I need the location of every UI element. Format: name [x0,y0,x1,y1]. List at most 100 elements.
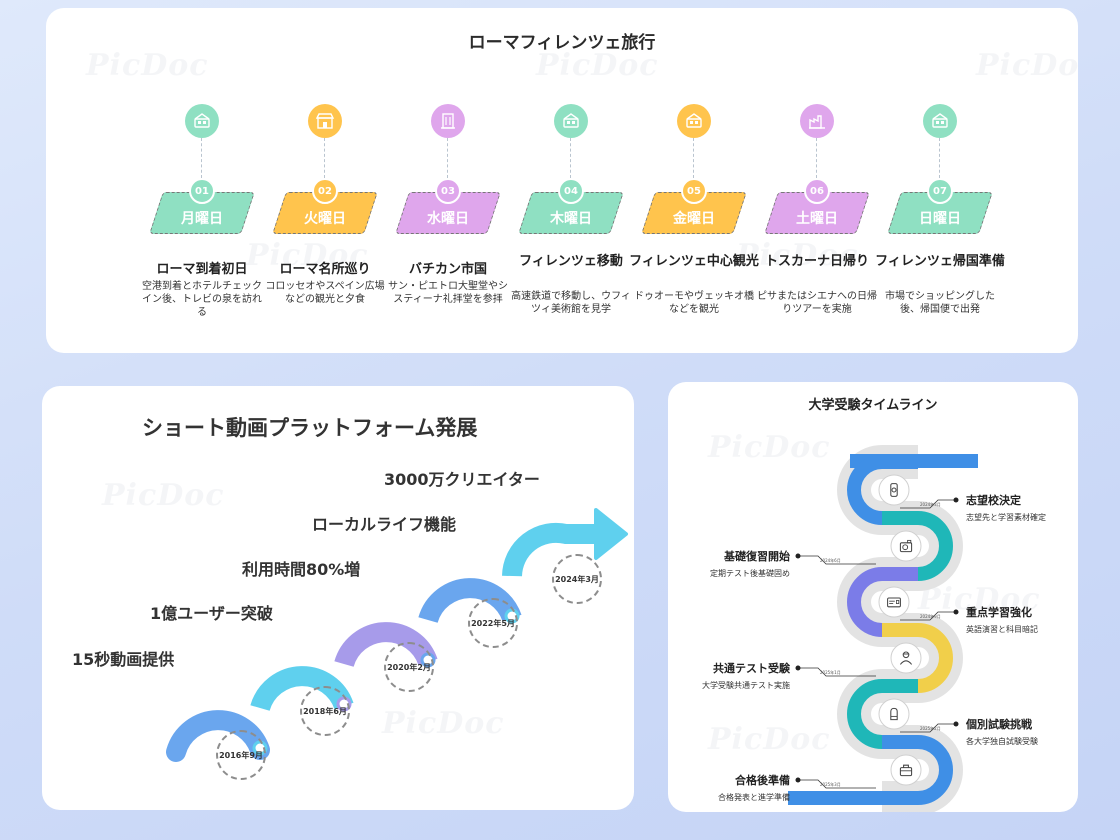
day-description: 空港到着とホテルチェックイン後、トレビの泉を訪れる [142,281,262,318]
exam-step-title: 志望校決定 [966,494,1021,507]
day-description: 高速鉄道で移動し、ウフィツィ美術館を見学 [511,291,631,315]
day-column-2: 02 火曜日 ローマ名所巡り コロッセオやスペイン広場などの観光と夕食 [265,104,385,344]
hotel-icon [554,104,588,138]
day-title: トスカーナ日帰り [764,254,869,269]
connector-line [570,138,571,178]
building-icon [431,104,465,138]
day-column-4: 04 木曜日 フィレンツェ移動 高速鉄道で移動し、ウフィツィ美術館を見学 [511,104,631,344]
day-label: 火曜日 [304,211,346,227]
day-column-1: 01 月曜日 ローマ到着初日 空港到着とホテルチェックイン後、トレビの泉を訪れる [142,104,262,344]
milestone-label: 1億ユーザー突破 [150,604,273,623]
day-label: 木曜日 [550,211,592,227]
exam-step-date: 2024年9月 [920,614,941,619]
exam-step-title: 共通テスト受験 [713,662,790,675]
milestone-year-badge: 2018年6月 [300,686,350,736]
camera-icon [899,539,913,553]
step-icon-circle [878,698,910,730]
milestone-label: ローカルライフ機能 [312,515,457,534]
day-title: フィレンツェ帰国準備 [875,254,1005,269]
day-title: フィレンツェ中心観光 [629,254,759,269]
connector-line [939,138,940,178]
day-number: 04 [558,178,584,204]
hotel-icon [677,104,711,138]
growth-arc-segment [502,522,596,577]
factory-icon [800,104,834,138]
watermark: PicDoc [976,48,1078,83]
leader-line [900,723,956,733]
connector-line [693,138,694,178]
leader-line [900,611,956,621]
path-segment [847,679,918,749]
rome-trip-card: PicDoc PicDoc PicDoc PicDoc PicDoc ローマフィ… [46,8,1078,353]
path-end-bar [788,791,882,805]
hotel-icon [185,104,219,138]
leader-dot [953,497,959,503]
connector-line [816,138,817,178]
exam-step: 志望校決定 志望先と学習素材確定 [966,492,1046,523]
day-number: 03 [435,178,461,204]
step-icon-circle [878,474,910,506]
path-segment [882,623,953,693]
exam-timeline-card: PicDoc PicDoc PicDoc 大学受験タイムライン 志望校決定 志望… [668,382,1078,812]
day-description: ピサまたはシエナへの日帰りツアーを実施 [757,291,877,315]
leader-line [798,779,876,789]
milestone-label: 3000万クリエイター [384,470,540,489]
exam-step-date: 2025年3月 [820,782,841,787]
arrow-head-icon [594,508,628,560]
exam-step-description: 英語演習と科目暗記 [966,625,1038,634]
exam-step: 基礎復習開始 定期テスト後基礎固め [710,548,790,579]
path-segment [847,455,918,525]
milestone-label: 15秒動画提供 [72,650,175,669]
leader-line [900,499,956,509]
watermark: PicDoc [536,48,659,83]
bag-icon [899,764,913,777]
exam-step-date: 2025年2月 [920,726,941,731]
growth-curve-diagram [166,508,628,762]
exam-step-title: 重点学習強化 [966,606,1032,619]
day-label: 金曜日 [673,211,715,227]
milestone-year-badge: 2016年9月 [216,730,266,780]
step-icon-circle [878,586,910,618]
day-label: 水曜日 [427,211,469,227]
path-segment [882,735,953,805]
day-number: 02 [312,178,338,204]
path-segment [847,567,918,637]
milestone-year-badge: 2024年3月 [552,554,602,604]
day-number: 01 [189,178,215,204]
person-icon [899,651,913,665]
step-icon-circle [890,754,922,786]
day-description: 市場でショッピングした後、帰国便で出発 [885,291,995,315]
connector-line [324,138,325,178]
exam-step-date: 2025年1月 [820,670,841,675]
day-number: 05 [681,178,707,204]
exam-step-date: 2024年3月 [920,502,941,507]
leader-dot [795,665,801,671]
leader-dot [953,721,959,727]
exam-step: 共通テスト受験 大学受験共通テスト実施 [702,660,790,691]
day-description: サン・ピエトロ大聖堂やシスティーナ礼拝堂を参拝 [388,281,508,305]
exam-step-title: 合格後準備 [735,774,790,787]
rome-trip-title: ローマフィレンツェ旅行 [468,33,656,53]
milestone-year-badge: 2020年2月 [384,642,434,692]
day-column-7: 07 日曜日 フィレンツェ帰国準備 市場でショッピングした後、帰国便で出発 [875,104,1005,344]
leader-line [798,555,876,565]
path-segment [882,511,953,581]
phone-icon [890,483,898,497]
exam-timeline-title: 大学受験タイムライン [808,398,938,413]
day-column-3: 03 水曜日 バチカン市国 サン・ピエトロ大聖堂やシスティーナ礼拝堂を参拝 [388,104,508,344]
exam-step-description: 各大学独自試験受験 [966,737,1038,746]
day-title: ローマ名所巡り [279,262,371,277]
day-title: ローマ到着初日 [156,262,248,277]
day-label: 月曜日 [181,211,223,227]
shop-icon [308,104,342,138]
milestone-label: 利用時間80%増 [242,560,361,579]
hotel-icon [923,104,957,138]
leader-dot [953,609,959,615]
exam-step: 重点学習強化 英語演習と科目暗記 [966,604,1038,635]
step-icon-circle [890,530,922,562]
glove-icon [890,707,898,721]
watermark: PicDoc [86,48,209,83]
exam-step: 合格後準備 合格発表と進学準備 [718,772,790,803]
exam-step-title: 基礎復習開始 [724,550,790,563]
